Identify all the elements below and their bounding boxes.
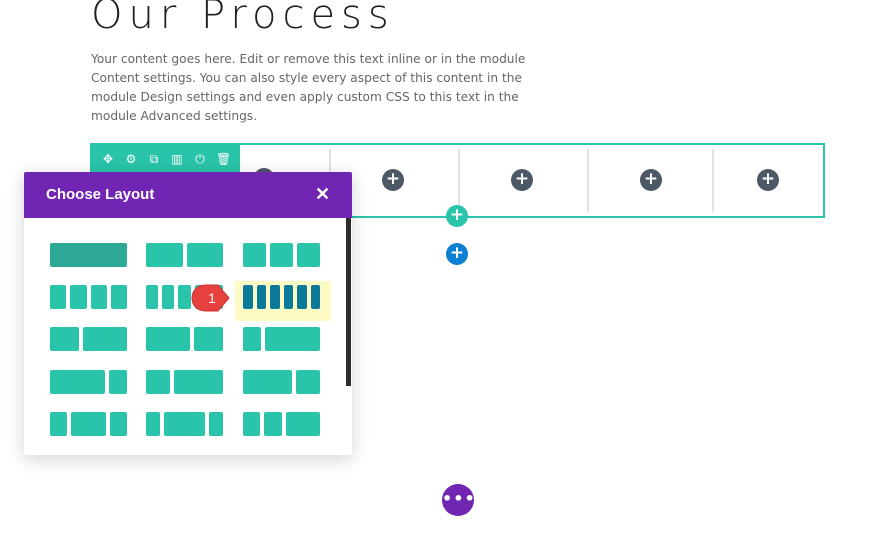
layout-column-block (178, 285, 191, 309)
add-module-button[interactable]: + (640, 169, 662, 191)
layout-column-block (146, 285, 159, 309)
column-divider (712, 149, 714, 212)
layout-column-block (146, 370, 171, 394)
layout-column-block (295, 370, 320, 394)
layout-column-block (90, 285, 107, 309)
layout-option[interactable] (243, 327, 320, 351)
duplicate-icon[interactable]: ⧉ (149, 152, 159, 166)
column-divider (587, 149, 589, 212)
add-module-button[interactable]: + (382, 169, 404, 191)
page-title: Our Process (91, 0, 395, 38)
body-text-line: module Design settings and even apply cu… (91, 90, 519, 104)
layout-option[interactable] (243, 243, 320, 267)
layout-column-block (108, 370, 127, 394)
layout-column-block (50, 243, 127, 267)
layout-column-block (270, 285, 280, 309)
layout-column-block (243, 412, 261, 436)
callout-badge (191, 284, 230, 312)
layout-column-block (162, 285, 175, 309)
layout-column-block (243, 285, 253, 309)
delete-icon[interactable]: 🗑 (216, 152, 232, 166)
add-section-button[interactable]: + (446, 243, 468, 265)
close-icon[interactable]: ✕ (315, 184, 331, 204)
layout-column-block (209, 412, 223, 436)
layout-option[interactable] (50, 285, 127, 309)
layout-column-block (186, 243, 223, 267)
settings-icon[interactable]: ⚙ (125, 152, 137, 166)
layout-column-block (109, 412, 127, 436)
layout-option[interactable] (50, 243, 127, 267)
callout-number: 1 (208, 290, 216, 306)
modal-header: Choose Layout ✕ (24, 172, 352, 218)
layout-column-block (243, 370, 292, 394)
layout-column-block (285, 412, 320, 436)
add-module-button[interactable]: + (511, 169, 533, 191)
layout-column-block (264, 412, 282, 436)
columns-icon[interactable]: ▥ (171, 152, 183, 166)
layout-option[interactable] (50, 412, 127, 436)
add-row-button[interactable]: + (446, 205, 468, 227)
layout-column-block (146, 243, 183, 267)
body-text-line: Content settings. You can also style eve… (91, 71, 522, 85)
layout-column-block (270, 243, 293, 267)
save-icon[interactable]: ⏻ (195, 152, 205, 166)
layout-column-block (70, 285, 87, 309)
layout-option[interactable] (243, 285, 320, 309)
layout-option[interactable] (50, 327, 127, 351)
layout-column-block (297, 285, 307, 309)
body-text-line: Your content goes here. Edit or remove t… (91, 52, 526, 66)
layout-option[interactable] (50, 370, 127, 394)
layout-column-block (163, 412, 206, 436)
layout-column-block (146, 412, 160, 436)
layout-column-block (310, 285, 320, 309)
layout-column-block (110, 285, 127, 309)
row-toolbar: ✥ ⚙ ⧉ ▥ ⏻ 🗑 (92, 145, 240, 172)
layout-column-block (243, 243, 266, 267)
body-text-line: module Advanced settings. (91, 109, 258, 123)
layout-column-block (50, 285, 67, 309)
layout-option[interactable] (146, 327, 223, 351)
layout-column-block (174, 370, 223, 394)
layout-option[interactable] (146, 370, 223, 394)
layout-column-block (146, 327, 190, 351)
layout-column-block (265, 327, 320, 351)
choose-layout-modal: Choose Layout ✕ (24, 172, 352, 455)
layout-column-block (71, 412, 106, 436)
body-text: Your content goes here. Edit or remove t… (91, 50, 526, 126)
page-settings-button[interactable]: ••• (442, 484, 475, 516)
layout-column-block (283, 285, 293, 309)
toolbar-pointer (186, 166, 200, 173)
layout-column-block (193, 327, 223, 351)
layout-column-block (243, 327, 262, 351)
layout-option[interactable] (146, 243, 223, 267)
add-module-button[interactable]: + (757, 169, 779, 191)
modal-title: Choose Layout (46, 186, 155, 203)
column-divider (458, 149, 460, 212)
layout-option[interactable] (243, 412, 320, 436)
move-icon[interactable]: ✥ (102, 152, 114, 166)
layout-column-block (50, 412, 68, 436)
layout-column-block (50, 327, 80, 351)
layout-column-block (50, 370, 105, 394)
layout-column-block (83, 327, 127, 351)
layout-column-block (256, 285, 266, 309)
layout-column-block (297, 243, 320, 267)
layout-option[interactable] (243, 370, 320, 394)
modal-scrollbar[interactable] (346, 218, 351, 386)
layout-option[interactable] (146, 412, 223, 436)
